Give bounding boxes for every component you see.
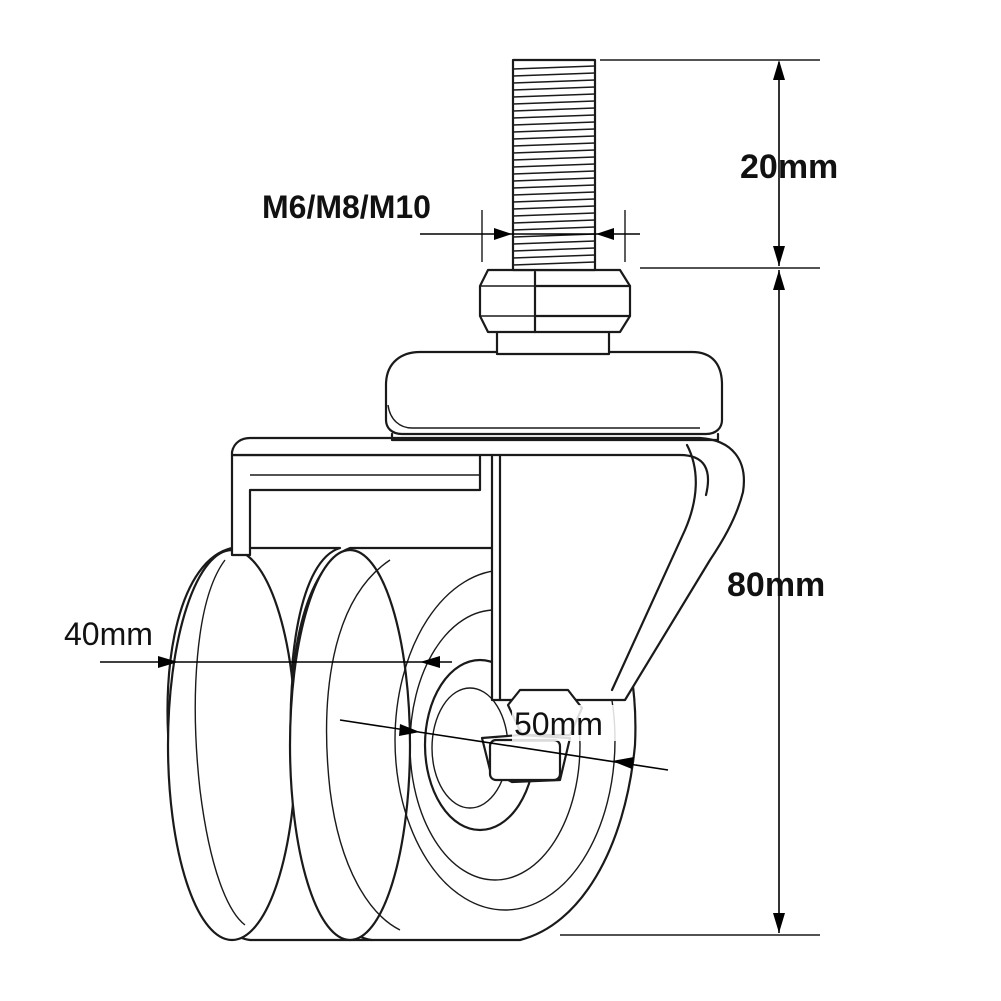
hex-nut [478,268,632,356]
arrow-right-icon [399,724,420,736]
fork-bracket [230,436,745,784]
thread-line [512,212,596,217]
threaded-stem [511,58,597,272]
thread-line [512,226,596,231]
total-height-label: 80mm [727,566,825,604]
thread-line [512,205,596,210]
thread-line [512,247,596,252]
thread-line [512,93,596,98]
thread-line [512,163,596,168]
top-plate [384,350,724,442]
wheel-diameter-label: 50mm [514,706,603,742]
thread-line [512,86,596,91]
rear-wheel [166,546,374,942]
thread-line [512,114,596,119]
arrow-up-icon [773,60,785,80]
arrow-left-icon [612,757,634,769]
thread-line [512,198,596,203]
arrow-up-icon [773,270,785,290]
thread-line [512,170,596,175]
wheel-width-dimension: 40mm [64,616,452,668]
arrow-down-icon [773,913,785,933]
thread-line [512,72,596,77]
wheel-width-label: 40mm [64,616,153,652]
thread-size-label: M6/M8/M10 [262,189,431,225]
thread-line [512,107,596,112]
thread-line [512,79,596,84]
thread-line [512,156,596,161]
thread-line [512,100,596,105]
thread-line [512,240,596,245]
arrow-right-icon [158,656,178,668]
height-dimensions: 20mm 80mm [560,59,838,936]
thread-line [512,128,596,133]
arrow-left-icon [596,228,614,240]
wheel-diameter-dimension: 50mm [339,705,669,771]
thread-line [512,219,596,224]
thread-line [512,261,596,266]
thread-line [512,121,596,126]
thread-line [512,191,596,196]
thread-line [512,65,596,70]
thread-line [512,135,596,140]
thread-lines [512,65,596,266]
thread-line [512,254,596,259]
thread-line [512,142,596,147]
arrow-left-icon [420,656,440,668]
thread-size-dimension: M6/M8/M10 [262,189,640,262]
thread-line [512,149,596,154]
thread-line [512,177,596,182]
thread-length-label: 20mm [740,148,838,186]
arrow-down-icon [773,246,785,266]
thread-line [512,184,596,189]
arrow-right-icon [494,228,512,240]
